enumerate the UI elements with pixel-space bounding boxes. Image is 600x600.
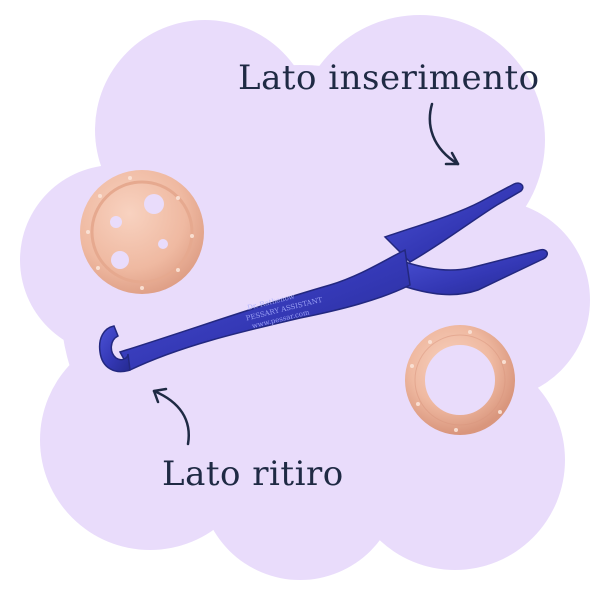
removal-side-label: Lato ritiro (162, 454, 344, 494)
tool-fork-upper (383, 182, 524, 263)
pessary-hole (144, 194, 164, 214)
tool-fork-lower (399, 248, 548, 296)
curved-arrow-down-right-icon (428, 102, 460, 166)
cube-pessary (80, 170, 204, 294)
tool-shaft (118, 248, 411, 371)
pessary-hole (111, 251, 129, 269)
insertion-side-label: Lato inserimento (238, 58, 540, 98)
curved-arrow-up-left-icon (152, 387, 190, 446)
pessary-hole (110, 216, 122, 228)
tool-hook (98, 325, 131, 373)
ring-pessary (405, 325, 515, 435)
pessary-hole (158, 239, 168, 249)
